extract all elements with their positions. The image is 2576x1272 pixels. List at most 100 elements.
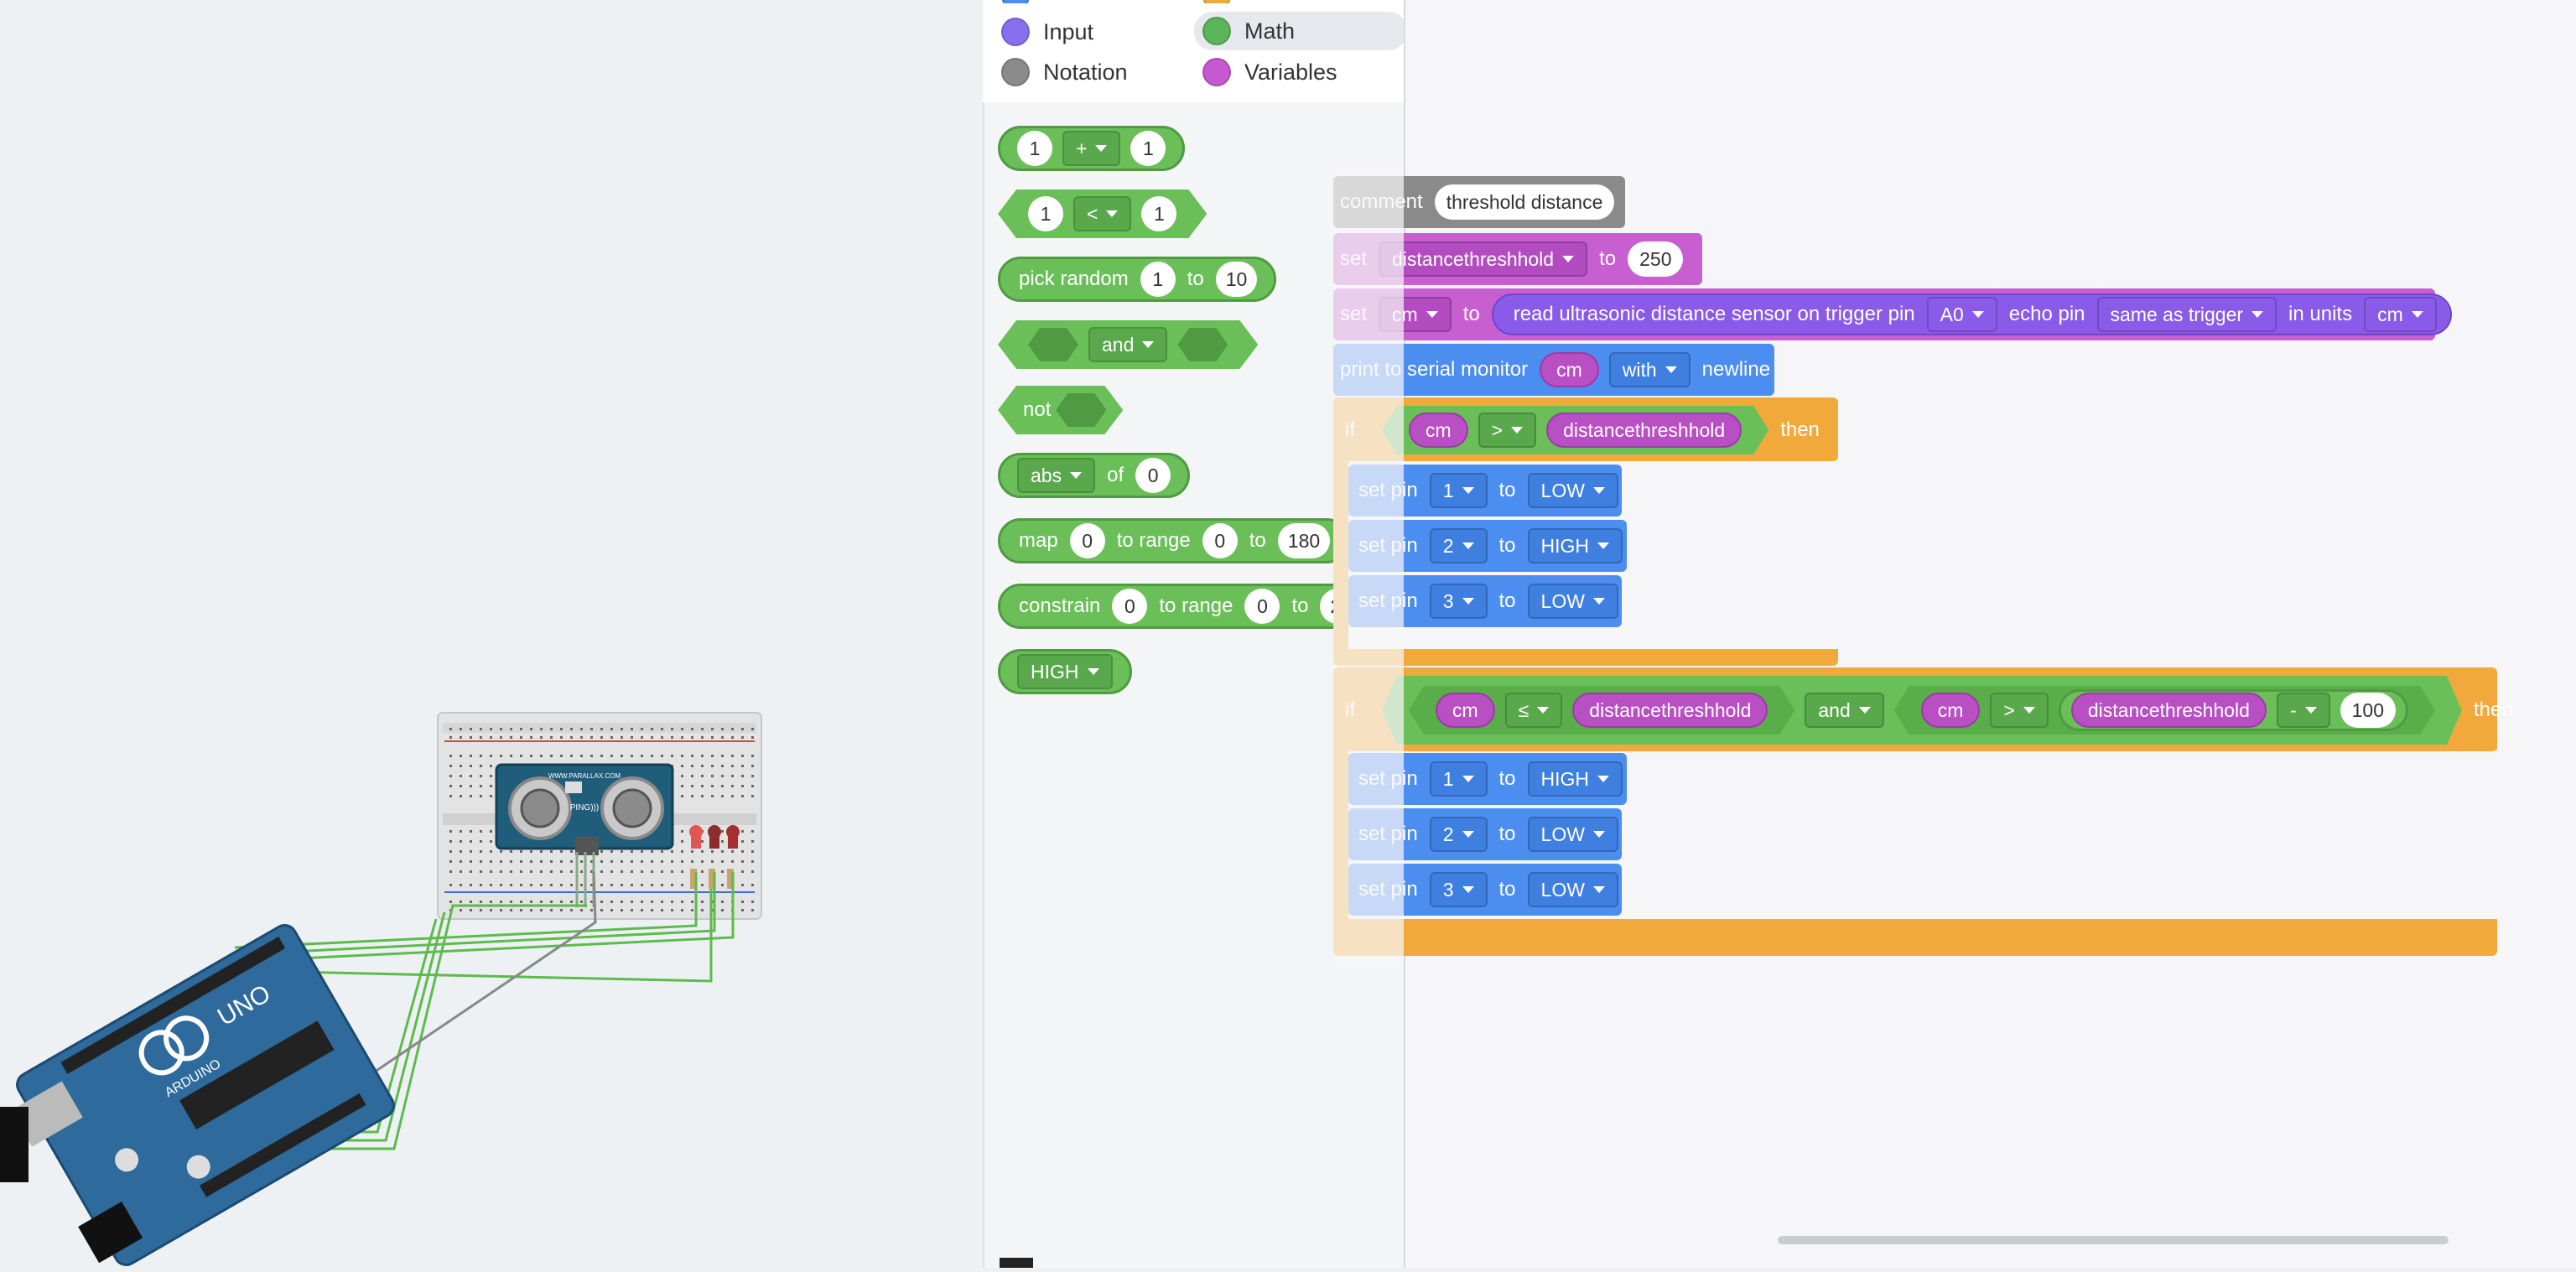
pin-dropdown[interactable]: 3 [1429,872,1488,907]
logic-dropdown[interactable]: and [1088,327,1167,362]
breadboard-hole [741,830,744,833]
workspace-scrollbar[interactable] [1778,1236,2449,1244]
variable-dropdown[interactable]: distancethreshhold [1379,241,1588,277]
number-input[interactable]: 180 [1277,523,1331,558]
breadboard-hole [570,728,573,730]
number-input[interactable]: 250 [1628,241,1684,277]
leds[interactable] [689,825,740,889]
block-pick-random[interactable]: pick random 1 to 10 [998,257,1277,302]
breadboard-hole [711,728,714,730]
boolean-slot[interactable] [1056,393,1106,427]
number-input[interactable]: 0 [1202,523,1238,558]
trigger-pin-dropdown[interactable]: A0 [1926,297,1997,332]
category-notation[interactable]: Notation [991,54,1194,91]
block-logic-and[interactable]: and [998,320,1258,369]
pin-dropdown[interactable]: 1 [1429,473,1488,508]
block-high-low[interactable]: HIGH [998,649,1132,694]
logic-dropdown[interactable]: and [1805,693,1883,728]
category-variables[interactable]: Variables [1202,54,1395,91]
units-dropdown[interactable]: cm [2364,297,2437,332]
arithmetic-block[interactable]: distancethreshhold - 100 [2059,689,2408,731]
set-variable-block[interactable]: set cm to read ultrasonic distance senso… [1333,288,2452,340]
breadboard-hole [490,884,492,886]
print-serial-block[interactable]: print to serial monitor cm with newline [1333,344,1774,396]
number-input[interactable]: 1 [1130,131,1166,166]
serial-monitor-icon[interactable] [1000,1258,1033,1268]
variable-reporter[interactable]: distancethreshhold [1572,693,1768,728]
comment-text[interactable]: threshold distance [1434,184,1615,220]
number-input[interactable]: 0 [1069,523,1105,558]
breadboard-hole [651,884,653,886]
number-input[interactable]: 0 [1244,589,1280,624]
level-dropdown[interactable]: LOW [1527,473,1618,508]
breadboard-hole [510,755,512,757]
number-input[interactable]: 100 [2340,693,2396,728]
breadboard-hole [641,909,643,911]
breadboard-hole [691,860,693,863]
level-dropdown[interactable]: LOW [1527,817,1618,852]
function-dropdown[interactable]: abs [1017,458,1096,493]
variable-reporter[interactable]: cm [1540,352,1599,387]
operator-dropdown[interactable]: < [1073,196,1131,231]
level-dropdown[interactable]: LOW [1527,872,1618,907]
block-abs[interactable]: abs of 0 [998,453,1191,498]
boolean-slot[interactable] [1177,328,1228,361]
pin-dropdown[interactable]: 1 [1429,761,1488,797]
breadboard-hole [530,909,532,911]
category-input[interactable]: Input [991,13,1194,50]
newline-dropdown[interactable]: with [1608,352,1690,387]
number-input[interactable]: 0 [1112,589,1148,624]
operator-dropdown[interactable]: + [1062,131,1121,166]
breadboard-hole [560,884,563,886]
compare-block[interactable]: cm ≤ distancethreshhold [1409,686,1794,735]
breadboard-hole [470,736,472,739]
number-input[interactable]: 0 [1135,458,1171,493]
category-control-partial[interactable] [1202,0,1370,3]
boolean-slot[interactable] [1028,328,1078,361]
if-block-2[interactable]: if cm ≤ distancethreshhold and cm > dist… [1333,669,2513,751]
if-block-1[interactable]: if cm > distancethreshhold then [1333,399,1838,461]
operator-dropdown[interactable]: > [1478,413,1536,448]
arduino-board[interactable]: UNO ARDUINO [0,921,398,1268]
compare-block[interactable]: cm > distancethreshhold - 100 [1894,686,2435,735]
breadboard-hole [490,775,492,777]
pin-dropdown[interactable]: 2 [1429,528,1488,563]
number-input[interactable]: 10 [1215,262,1258,297]
circuit-canvas[interactable]: WWW.PARALLAX.COM PING))) [0,0,983,1268]
category-output-partial[interactable] [1001,0,1169,3]
number-input[interactable]: 1 [1028,196,1063,231]
level-dropdown[interactable]: HIGH [1017,654,1113,689]
breadboard-hole [621,901,623,903]
variable-reporter[interactable]: distancethreshhold [2071,693,2267,728]
breadboard-hole [470,909,472,911]
number-input[interactable]: 1 [1141,196,1176,231]
level-dropdown[interactable]: LOW [1527,584,1618,619]
number-input[interactable]: 1 [1140,262,1176,297]
block-compare[interactable]: 1 < 1 [998,190,1207,238]
operator-dropdown[interactable]: ≤ [1505,693,1563,728]
block-map[interactable]: map 0 to range 0 to 180 [998,518,1350,563]
and-block[interactable]: cm ≤ distancethreshhold and cm > distanc… [1382,676,2462,745]
breadboard-hole [560,736,563,739]
breadboard-hole [449,736,452,739]
variable-reporter[interactable]: cm [1436,693,1495,728]
breadboard-hole [510,909,512,911]
breadboard-hole [460,755,462,757]
number-input[interactable]: 1 [1017,131,1052,166]
operator-dropdown[interactable]: > [1990,693,2048,728]
level-dropdown[interactable]: HIGH [1527,761,1623,797]
ultrasonic-sensor[interactable]: WWW.PARALLAX.COM PING))) [495,763,674,907]
ultrasonic-read-block[interactable]: read ultrasonic distance sensor on trigg… [1491,293,2452,335]
pin-dropdown[interactable]: 2 [1429,817,1488,852]
variable-reporter[interactable]: distancethreshhold [1546,413,1742,448]
block-logic-not[interactable]: not [998,386,1123,434]
level-dropdown[interactable]: HIGH [1527,528,1623,563]
operator-dropdown[interactable]: - [2277,693,2330,728]
category-math[interactable]: Math [1194,12,1407,50]
echo-pin-dropdown[interactable]: same as trigger [2096,297,2277,332]
variable-reporter[interactable]: cm [1409,413,1468,448]
variable-reporter[interactable]: cm [1921,693,1981,728]
compare-block[interactable]: cm > distancethreshhold [1382,406,1768,454]
block-arithmetic[interactable]: 1 + 1 [998,126,1186,171]
pin-dropdown[interactable]: 3 [1429,584,1488,619]
